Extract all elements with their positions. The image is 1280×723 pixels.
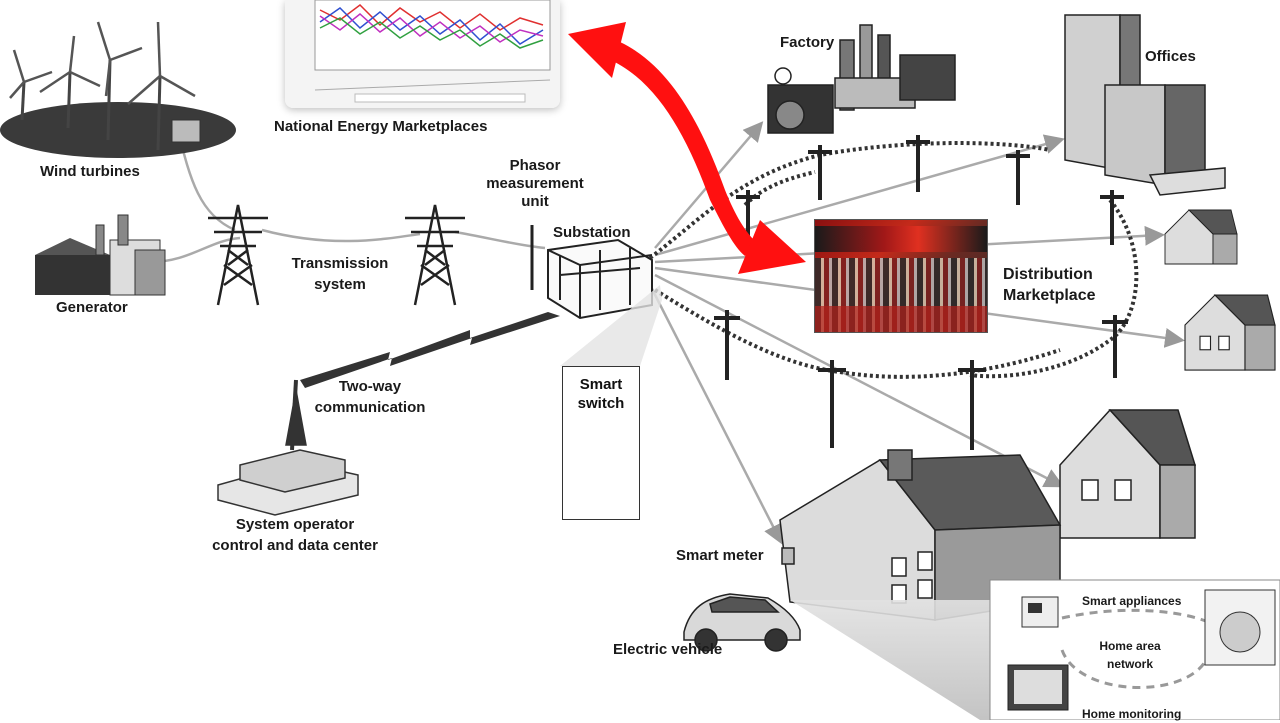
han-label-line1: Home area	[1099, 639, 1161, 653]
pmu-label-line3: unit	[521, 193, 549, 210]
two-way-label-line1: Two-way	[338, 378, 402, 395]
chart-line-blue	[319, 7, 544, 45]
distribution-label-line2: Marketplace	[1003, 287, 1096, 304]
transmission-label: Transmission system	[285, 255, 395, 294]
transmission-label-line2: system	[314, 276, 366, 293]
generator-icon	[35, 214, 166, 296]
wind-turbines-icon	[0, 21, 236, 158]
electric-vehicle-label: Electric vehicle	[613, 641, 723, 658]
factory-label: Factory	[780, 34, 835, 51]
two-way-label-line2: communication	[314, 399, 426, 416]
chart-line-green	[319, 17, 544, 49]
distribution-marketplace-image	[815, 220, 987, 332]
han-label-line2: network	[1106, 657, 1153, 671]
two-way-communication-label: Two-way communication	[300, 378, 440, 417]
offices-label: Offices	[1145, 48, 1196, 65]
thermostat-icon	[1021, 596, 1059, 628]
system-operator-label-line2: control and data center	[212, 537, 378, 554]
system-operator-label: System operator control and data center	[195, 516, 395, 555]
system-operator-label-line1: System operator	[235, 516, 355, 533]
smart-meter-label: Smart meter	[676, 547, 764, 564]
substation-label: Substation	[553, 224, 631, 241]
home-area-network-panel	[989, 579, 1280, 720]
smart-switch-box: Smart switch	[562, 366, 640, 520]
utility-poles	[714, 135, 1128, 450]
smart-switch-callout	[560, 285, 662, 366]
distribution-marketplace-label: Distribution Marketplace	[1003, 264, 1096, 306]
smart-appliances-label: Smart appliances	[1082, 594, 1182, 608]
photo-floor	[815, 306, 987, 332]
factory-icon	[767, 24, 956, 134]
home-monitoring-label: Home monitoring	[1082, 707, 1182, 721]
home-area-network-label: Home area network	[1090, 637, 1170, 673]
offices-icon	[1064, 14, 1226, 196]
wind-turbines-label: Wind turbines	[40, 163, 140, 180]
washing-machine-icon	[1204, 589, 1276, 666]
national-energy-label: National Energy Marketplaces	[274, 118, 488, 135]
transmission-label-line1: Transmission	[291, 255, 389, 272]
smart-switch-label: Smart switch	[577, 376, 625, 412]
red-bidirectional-arrow-icon	[568, 22, 806, 274]
houses-icon	[779, 209, 1276, 621]
transmission-towers-icon	[208, 204, 465, 306]
pmu-label: Phasor measurement unit	[470, 157, 600, 211]
electric-vehicle-icon	[683, 593, 801, 652]
two-way-communication-icon	[300, 312, 560, 388]
photo-banner	[815, 226, 987, 252]
distribution-label-line1: Distribution	[1003, 266, 1093, 283]
pmu-label-line2: measurement	[486, 175, 584, 192]
national-energy-chart-image	[285, 0, 560, 108]
system-operator-center-icon	[217, 379, 359, 516]
chart-line-magenta	[319, 13, 544, 43]
generator-label: Generator	[56, 299, 128, 316]
laptop-icon	[1007, 664, 1069, 711]
substation-icon	[530, 225, 653, 320]
pmu-label-line1: Phasor	[509, 157, 561, 174]
